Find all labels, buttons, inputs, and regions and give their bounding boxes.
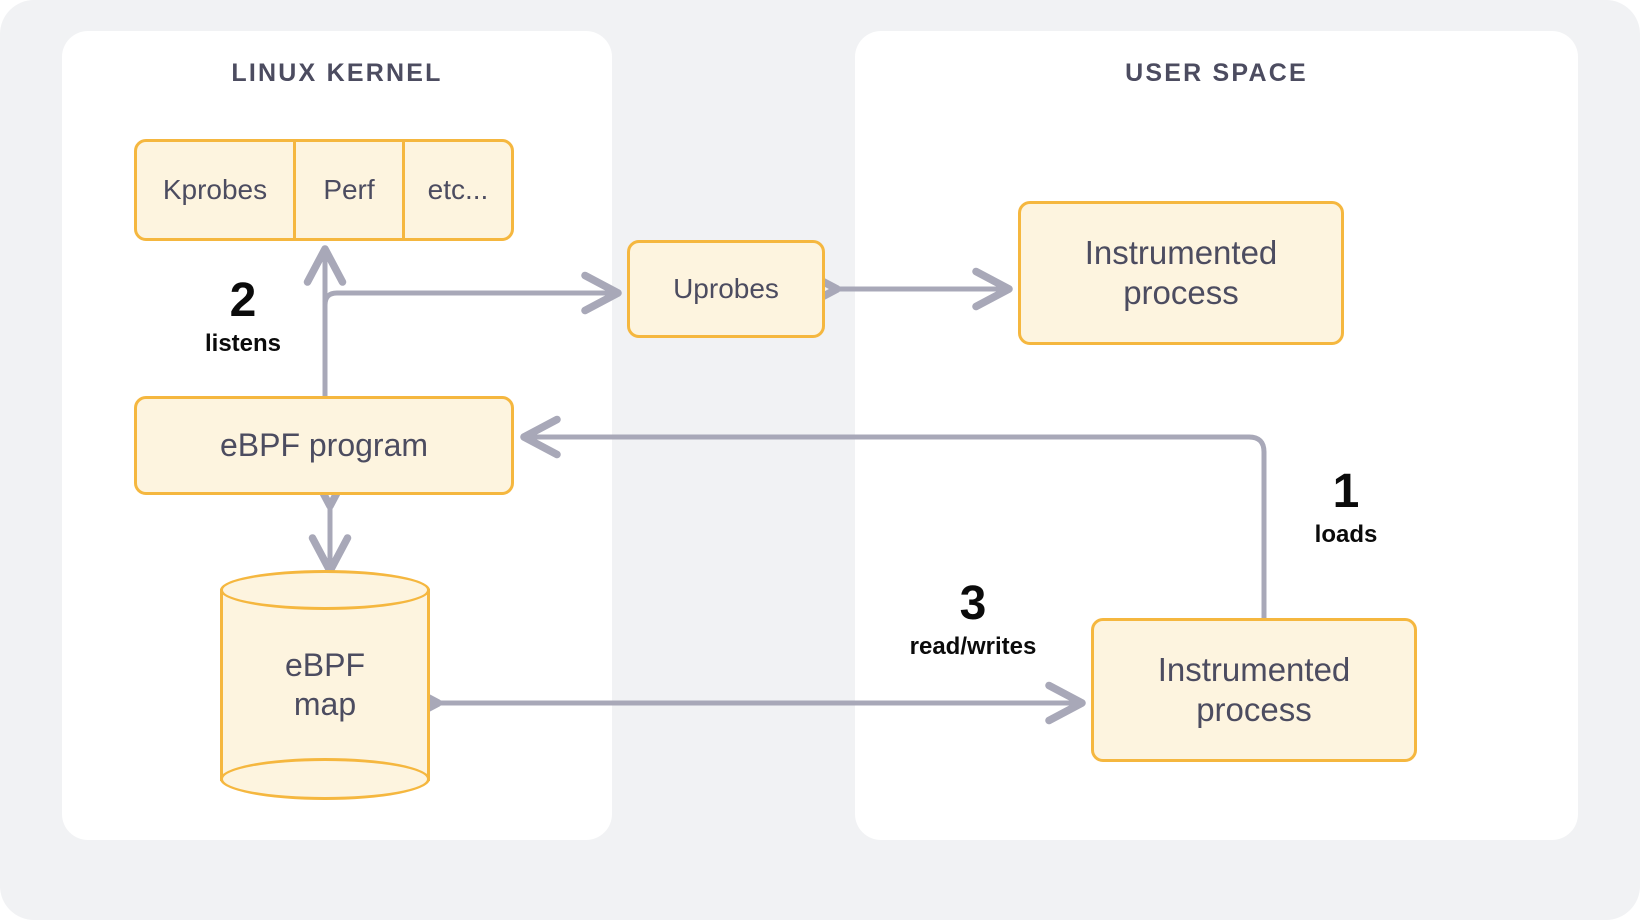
- step-1-label: loads: [1314, 521, 1378, 548]
- probe-cell-etc[interactable]: etc...: [402, 142, 511, 238]
- node-ebpf-map-label: eBPF map: [220, 570, 430, 800]
- step-marker-3-readwrites: 3 read/writes: [878, 580, 1068, 660]
- node-instrumented-process-top-line1: Instrumented: [1084, 233, 1278, 271]
- panel-title-user-space: USER SPACE: [1125, 59, 1308, 87]
- node-instrumented-process-top[interactable]: Instrumented process: [1018, 201, 1344, 345]
- node-instrumented-process-bottom-line1: Instrumented: [1157, 650, 1351, 688]
- step-3-label: read/writes: [909, 633, 1037, 660]
- probe-sources-group: Kprobes Perf etc...: [134, 139, 514, 241]
- step-3-number: 3: [959, 577, 987, 630]
- node-ebpf-map-line1: eBPF: [284, 646, 366, 683]
- step-marker-1-loads: 1 loads: [1276, 468, 1416, 548]
- probe-cell-kprobes[interactable]: Kprobes: [162, 174, 268, 205]
- node-uprobes[interactable]: Uprobes: [627, 240, 825, 338]
- step-2-number: 2: [229, 274, 257, 327]
- node-instrumented-process-top-line2: process: [1123, 274, 1239, 311]
- cylinder-body: [220, 589, 430, 781]
- node-ebpf-map-line2: map: [293, 686, 357, 722]
- step-1-number: 1: [1332, 465, 1360, 518]
- node-ebpf-program[interactable]: eBPF program: [134, 396, 514, 495]
- cylinder-bottom: [220, 758, 430, 800]
- step-marker-2-listens: 2 listens: [178, 277, 308, 357]
- node-instrumented-process-bottom[interactable]: Instrumented process: [1091, 618, 1417, 762]
- node-instrumented-process-bottom-line2: process: [1196, 691, 1312, 728]
- step-2-label: listens: [204, 330, 282, 357]
- probe-cell-perf[interactable]: Perf: [293, 142, 402, 238]
- cylinder-top: [220, 570, 430, 610]
- node-ebpf-map[interactable]: eBPF map: [220, 570, 430, 800]
- panel-title-linux-kernel: LINUX KERNEL: [231, 59, 443, 87]
